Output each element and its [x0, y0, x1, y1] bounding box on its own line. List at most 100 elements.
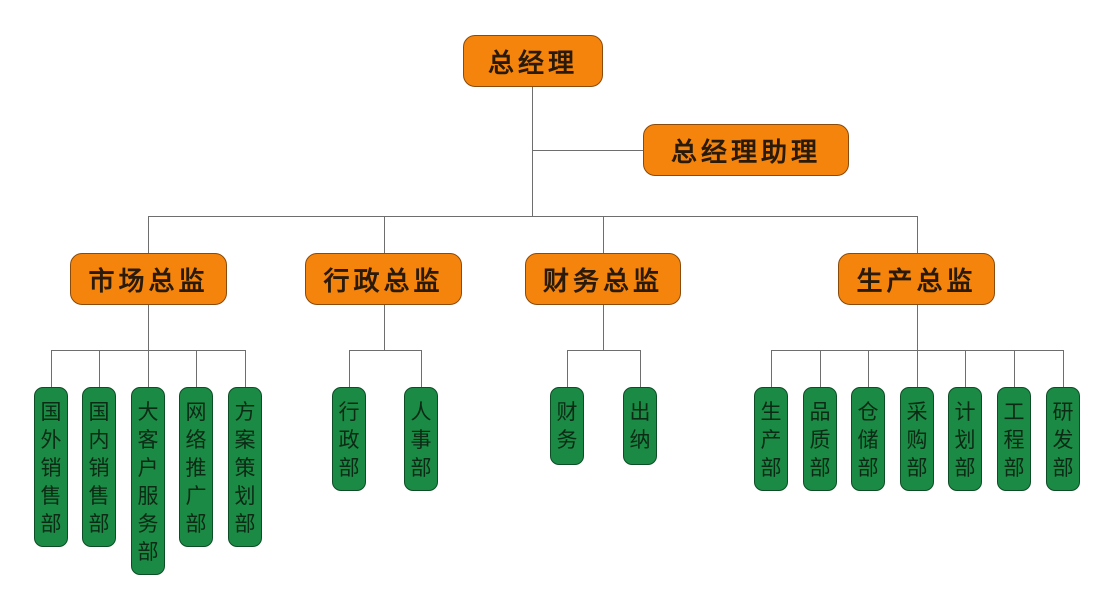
department-char: 储 — [857, 428, 879, 452]
department-drop-line — [421, 350, 422, 387]
department-box: 人事部 — [404, 387, 438, 491]
department-char: 部 — [185, 512, 207, 536]
department-box: 方案策划部 — [228, 387, 262, 547]
department-char: 质 — [809, 428, 831, 452]
department-char: 售 — [88, 484, 110, 508]
department-drop-line — [771, 350, 772, 387]
department-char: 部 — [760, 456, 782, 480]
marketing-director-box: 市场总监 — [70, 253, 227, 305]
department-char: 采 — [906, 400, 928, 424]
ceo-box: 总经理 — [463, 35, 603, 87]
department-box: 行政部 — [332, 387, 366, 491]
department-char: 户 — [137, 456, 159, 480]
director-drop-line-3 — [917, 216, 918, 253]
department-bus-line-1 — [349, 350, 421, 351]
department-char: 程 — [1003, 428, 1025, 452]
department-box: 国外销售部 — [34, 387, 68, 547]
department-char: 推 — [185, 456, 207, 480]
department-box: 研发部 — [1046, 387, 1080, 491]
department-char: 行 — [338, 400, 360, 424]
department-char: 部 — [906, 456, 928, 480]
department-drop-line — [1063, 350, 1064, 387]
production-director-box: 生产总监 — [838, 253, 995, 305]
department-char: 国 — [88, 400, 110, 424]
department-drop-line — [567, 350, 568, 387]
department-char: 部 — [809, 456, 831, 480]
department-box: 国内销售部 — [82, 387, 116, 547]
department-char: 人 — [410, 400, 432, 424]
department-box: 网络推广部 — [179, 387, 213, 547]
department-char: 财 — [556, 400, 578, 424]
department-drop-line — [640, 350, 641, 387]
department-box: 财务 — [550, 387, 584, 465]
department-char: 客 — [137, 428, 159, 452]
department-char: 部 — [410, 456, 432, 480]
department-char: 部 — [234, 512, 256, 536]
department-char: 部 — [1003, 456, 1025, 480]
department-drop-line — [917, 350, 918, 387]
director-stem-line-1 — [384, 305, 385, 350]
director-stem-line-3 — [917, 305, 918, 350]
department-box: 计划部 — [948, 387, 982, 491]
department-char: 产 — [760, 428, 782, 452]
department-char: 出 — [629, 400, 651, 424]
department-char: 方 — [234, 400, 256, 424]
department-char: 外 — [40, 428, 62, 452]
department-box: 工程部 — [997, 387, 1031, 491]
department-char: 仓 — [857, 400, 879, 424]
department-char: 大 — [137, 400, 159, 424]
department-char: 划 — [234, 484, 256, 508]
department-char: 研 — [1052, 400, 1074, 424]
director-drop-line-2 — [603, 216, 604, 253]
department-char: 策 — [234, 456, 256, 480]
department-char: 部 — [338, 456, 360, 480]
department-drop-line — [868, 350, 869, 387]
department-box: 采购部 — [900, 387, 934, 491]
department-char: 政 — [338, 428, 360, 452]
ceo-trunk-line — [532, 87, 533, 216]
department-char: 计 — [954, 400, 976, 424]
finance-director-box: 财务总监 — [525, 253, 681, 305]
director-stem-line-2 — [603, 305, 604, 350]
director-drop-line-0 — [148, 216, 149, 253]
department-char: 售 — [40, 484, 62, 508]
department-char: 部 — [137, 540, 159, 564]
department-char: 部 — [40, 512, 62, 536]
department-char: 部 — [1052, 456, 1074, 480]
department-char: 广 — [185, 484, 207, 508]
department-char: 纳 — [629, 428, 651, 452]
department-box: 生产部 — [754, 387, 788, 491]
director-bus-line — [148, 216, 917, 217]
department-char: 网 — [185, 400, 207, 424]
department-drop-line — [1014, 350, 1015, 387]
assistant-connector-line — [533, 150, 643, 151]
department-box: 大客户服务部 — [131, 387, 165, 575]
department-char: 划 — [954, 428, 976, 452]
department-char: 务 — [137, 512, 159, 536]
department-char: 务 — [556, 428, 578, 452]
department-drop-line — [820, 350, 821, 387]
admin-director-box: 行政总监 — [305, 253, 462, 305]
department-box: 仓储部 — [851, 387, 885, 491]
assistant-box: 总经理助理 — [643, 124, 849, 176]
department-char: 内 — [88, 428, 110, 452]
department-bus-line-2 — [567, 350, 640, 351]
department-box: 出纳 — [623, 387, 657, 465]
department-drop-line — [51, 350, 52, 387]
department-box: 品质部 — [803, 387, 837, 491]
department-char: 服 — [137, 484, 159, 508]
department-char: 生 — [760, 400, 782, 424]
department-char: 部 — [857, 456, 879, 480]
director-stem-line-0 — [148, 305, 149, 350]
department-char: 部 — [88, 512, 110, 536]
department-drop-line — [965, 350, 966, 387]
department-char: 络 — [185, 428, 207, 452]
department-char: 品 — [809, 400, 831, 424]
department-char: 销 — [40, 456, 62, 480]
department-drop-line — [196, 350, 197, 387]
department-char: 购 — [906, 428, 928, 452]
department-char: 工 — [1003, 400, 1025, 424]
department-drop-line — [245, 350, 246, 387]
department-drop-line — [99, 350, 100, 387]
